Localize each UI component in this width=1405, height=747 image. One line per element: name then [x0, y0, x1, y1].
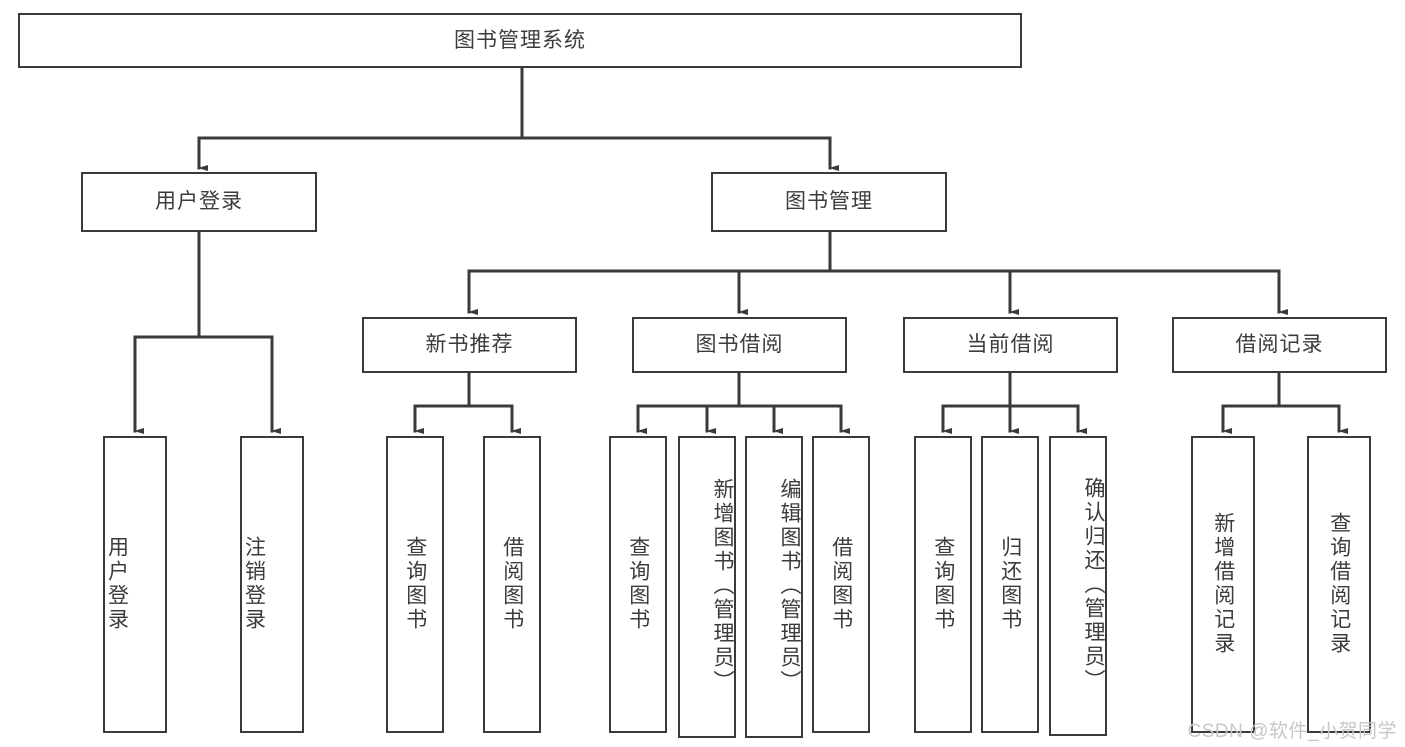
node-book-manage-label: 图书管理 [785, 190, 873, 214]
csdn-watermark: CSDN @软件_小贺同学 [1187, 721, 1397, 742]
node-leaf-borrow-book-1[interactable]: 借阅图书 [483, 436, 541, 733]
node-leaf-logout-login-label: 注销登录 [242, 535, 266, 632]
node-root-label: 图书管理系统 [454, 28, 586, 52]
node-borrow-record-label: 借阅记录 [1235, 333, 1324, 357]
node-current-borrow-label: 当前借阅 [966, 333, 1055, 357]
node-leaf-borrow-book-2[interactable]: 借阅图书 [812, 436, 870, 733]
node-leaf-confirm-return-label: 确认归还（管理员） [1082, 477, 1105, 693]
node-leaf-query-book-1-label: 查询图书 [403, 535, 427, 632]
node-leaf-add-book-label: 新增图书（管理员） [711, 478, 734, 694]
node-leaf-query-record[interactable]: 查询借阅记录 [1307, 436, 1371, 733]
node-leaf-user-login[interactable]: 用户登录 [103, 436, 167, 733]
node-leaf-logout-login[interactable]: 注销登录 [240, 436, 304, 733]
node-borrow-record[interactable]: 借阅记录 [1172, 317, 1387, 373]
node-leaf-query-record-label: 查询借阅记录 [1327, 511, 1351, 656]
node-root[interactable]: 图书管理系统 [18, 13, 1022, 68]
node-leaf-confirm-return[interactable]: 确认归还（管理员） [1049, 436, 1107, 736]
node-user-login[interactable]: 用户登录 [81, 172, 317, 232]
node-leaf-query-book-3-label: 查询图书 [931, 535, 955, 632]
node-leaf-add-record[interactable]: 新增借阅记录 [1191, 436, 1255, 733]
node-leaf-add-book[interactable]: 新增图书（管理员） [678, 436, 736, 738]
node-leaf-query-book-2-label: 查询图书 [626, 535, 650, 632]
node-leaf-edit-book-label: 编辑图书（管理员） [778, 478, 801, 694]
node-current-borrow[interactable]: 当前借阅 [903, 317, 1118, 373]
node-leaf-borrow-book-1-label: 借阅图书 [500, 535, 524, 632]
node-leaf-edit-book[interactable]: 编辑图书（管理员） [745, 436, 803, 738]
node-leaf-query-book-3[interactable]: 查询图书 [914, 436, 972, 733]
node-new-book-recommend[interactable]: 新书推荐 [362, 317, 577, 373]
node-leaf-add-record-label: 新增借阅记录 [1211, 511, 1235, 656]
node-book-borrow-label: 图书借阅 [695, 333, 784, 357]
node-leaf-query-book-2[interactable]: 查询图书 [609, 436, 667, 733]
node-leaf-return-book-label: 归还图书 [998, 535, 1022, 632]
node-book-manage[interactable]: 图书管理 [711, 172, 947, 232]
node-new-book-recommend-label: 新书推荐 [425, 333, 514, 357]
node-leaf-query-book-1[interactable]: 查询图书 [386, 436, 444, 733]
node-book-borrow[interactable]: 图书借阅 [632, 317, 847, 373]
node-leaf-borrow-book-2-label: 借阅图书 [829, 535, 853, 632]
node-leaf-user-login-label: 用户登录 [105, 535, 129, 632]
node-user-login-label: 用户登录 [155, 190, 243, 214]
node-leaf-return-book[interactable]: 归还图书 [981, 436, 1039, 733]
